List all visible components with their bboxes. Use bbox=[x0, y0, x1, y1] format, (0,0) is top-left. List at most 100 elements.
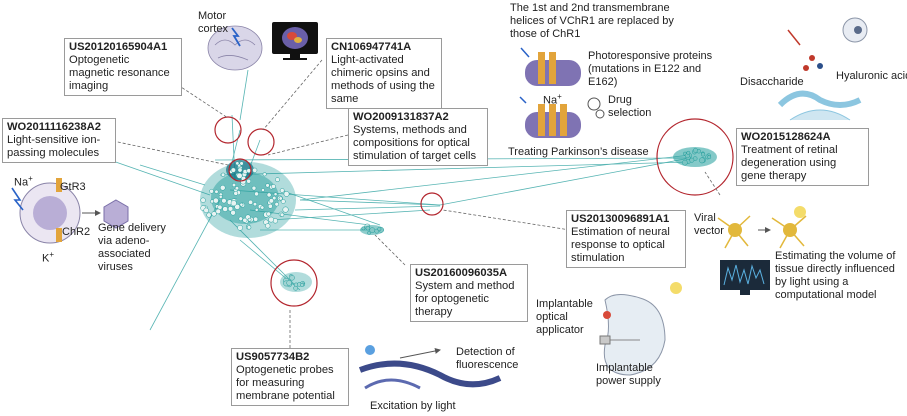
implant-illustration bbox=[599, 282, 682, 376]
network-node bbox=[221, 198, 227, 204]
label-gtr3: GtR3 bbox=[60, 181, 86, 193]
label-estimating: Estimating the volume of tissue directly… bbox=[775, 250, 896, 301]
network-node bbox=[235, 161, 240, 166]
fluorescence-neuron-illustration bbox=[358, 345, 502, 390]
network-node bbox=[246, 178, 252, 184]
network-node bbox=[239, 161, 244, 166]
label-motor-cortex: Motor cortex bbox=[198, 10, 228, 35]
network-node bbox=[266, 211, 271, 217]
network-node bbox=[219, 185, 226, 191]
patent-box-neural-response: US20130096891A1 Estimation of neural res… bbox=[566, 210, 686, 268]
label-transmembrane: The 1st and 2nd transmembrane helices of… bbox=[510, 2, 674, 40]
k-sup: + bbox=[49, 250, 55, 259]
network-node bbox=[274, 202, 279, 207]
label-gene-delivery: Gene delivery via adeno-associated virus… bbox=[98, 222, 166, 273]
membrane-protein-illustration bbox=[519, 47, 605, 138]
network-node bbox=[268, 216, 275, 223]
label-photoresponsive: Photoresponsive proteins (mutations in E… bbox=[588, 50, 713, 88]
highlight-rings bbox=[214, 116, 734, 307]
patent-box-optical-stimulation: WO2009131837A2 Systems, methods and comp… bbox=[348, 108, 488, 166]
network-node bbox=[203, 207, 209, 214]
network-node bbox=[261, 188, 265, 192]
network-node bbox=[260, 205, 265, 210]
label-chr2: ChR2 bbox=[62, 226, 91, 238]
label-hyaluronic: Hyaluronic acid bbox=[836, 70, 907, 82]
network-node bbox=[293, 285, 298, 291]
ring-neural bbox=[420, 192, 444, 216]
patent-box-mri: US20120165904A1 Optogenetic magnetic res… bbox=[64, 38, 182, 96]
network-node bbox=[253, 216, 259, 222]
network-node bbox=[227, 206, 234, 212]
label-drug-selection: Drug selection bbox=[608, 94, 652, 119]
cell-illustration bbox=[11, 178, 129, 244]
na-left-sup: + bbox=[28, 174, 33, 183]
network-node bbox=[239, 202, 244, 207]
network-node bbox=[252, 167, 258, 173]
network-node bbox=[262, 172, 267, 177]
patent-id: US20130096891A1 bbox=[571, 213, 670, 225]
network-nodes bbox=[200, 147, 712, 291]
network-node bbox=[247, 217, 252, 222]
patent-desc: System and method for optogenetic therap… bbox=[415, 280, 515, 318]
network-node bbox=[238, 216, 243, 221]
network-node bbox=[289, 275, 295, 281]
patent-box-probes: US9057734B2 Optogenetic probes for measu… bbox=[231, 348, 349, 406]
ring-chimeric bbox=[247, 128, 275, 156]
label-implantable-optical: Implantable optical applicator bbox=[536, 298, 593, 336]
network-node bbox=[237, 167, 243, 173]
patent-id: US9057734B2 bbox=[236, 351, 310, 363]
network-node bbox=[230, 200, 237, 207]
network-cluster-bottom bbox=[280, 272, 312, 292]
network-node bbox=[254, 207, 259, 212]
network-node bbox=[230, 167, 236, 173]
patent-desc: Optogenetic probes for measuring membran… bbox=[236, 364, 335, 402]
patent-id: CN106947741A bbox=[331, 41, 412, 53]
patent-desc: Light-sensitive ion-passing molecules bbox=[7, 134, 101, 159]
label-excitation: Excitation by light bbox=[370, 400, 456, 412]
patent-id: WO2011116238A2 bbox=[7, 121, 101, 133]
monitor-icon bbox=[272, 22, 318, 60]
brain-illustration bbox=[207, 25, 263, 71]
network-node bbox=[215, 208, 221, 215]
network-node bbox=[200, 197, 206, 203]
na-left-text: Na bbox=[14, 176, 29, 189]
k-text: K bbox=[42, 252, 50, 265]
network-node bbox=[272, 195, 277, 201]
network-node bbox=[278, 196, 283, 201]
network-node bbox=[273, 192, 278, 197]
patent-box-retinal: WO2015128624A Treatment of retinal degen… bbox=[736, 128, 869, 186]
label-k: K+ bbox=[42, 248, 54, 266]
patent-id: WO2009131837A2 bbox=[353, 111, 449, 123]
leader-lines bbox=[107, 59, 721, 348]
ring-ion bbox=[228, 158, 252, 182]
network-node bbox=[286, 280, 292, 286]
patent-id: US20160096035A bbox=[415, 267, 508, 279]
network-node bbox=[268, 198, 274, 204]
network-node bbox=[237, 224, 243, 231]
network-node bbox=[218, 195, 223, 199]
patent-desc: Systems, methods and compositions for op… bbox=[353, 124, 477, 162]
network-node bbox=[209, 188, 214, 194]
ring-mri bbox=[214, 116, 242, 144]
network-node bbox=[236, 172, 243, 179]
network-cluster-right bbox=[673, 147, 717, 167]
network-node bbox=[213, 197, 219, 204]
network-node bbox=[220, 172, 226, 177]
label-na-left: Na+ bbox=[14, 172, 33, 190]
network-node bbox=[251, 185, 257, 191]
network-node bbox=[206, 212, 212, 218]
patent-id: WO2015128624A bbox=[741, 131, 831, 143]
patent-desc: Optogenetic magnetic resonance imaging bbox=[69, 54, 170, 92]
network-cluster-small bbox=[360, 225, 384, 235]
network-node bbox=[214, 189, 219, 194]
label-na-top: Na+ bbox=[543, 90, 562, 108]
na-top-sup: + bbox=[557, 92, 562, 101]
network-node bbox=[211, 211, 217, 217]
patent-box-optogenetic-therapy: US20160096035A System and method for opt… bbox=[410, 264, 528, 322]
label-disaccharide: Disaccharide bbox=[740, 76, 804, 88]
na-top-text: Na bbox=[543, 94, 558, 107]
network-node bbox=[246, 225, 252, 230]
patent-desc: Light-activated chimeric opsins and meth… bbox=[331, 54, 435, 105]
